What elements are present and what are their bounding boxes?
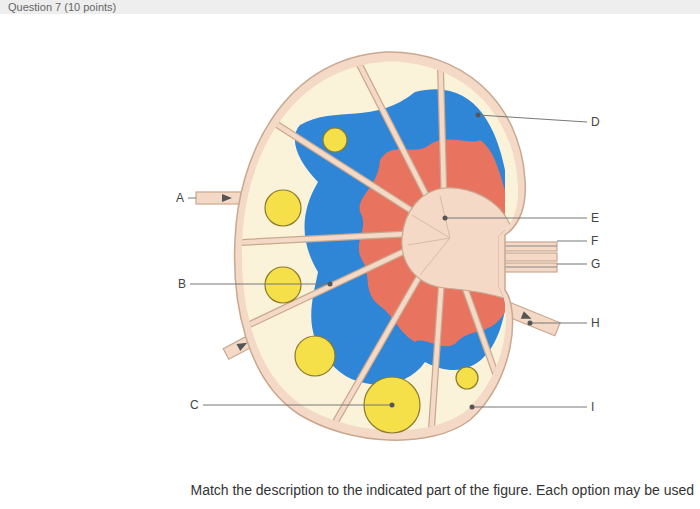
part-letter: E: [591, 211, 599, 225]
part-letter: D: [591, 115, 600, 129]
hilum-rays: [408, 196, 450, 275]
outer-cortex: [200, 40, 540, 460]
hilum: [402, 188, 510, 300]
part-letter: I: [591, 400, 594, 414]
part-letter: G: [591, 257, 600, 271]
question-heading: Question 7 (10 points): [8, 1, 116, 14]
caption-text: Match the description to the indicated p…: [190, 482, 694, 499]
part-letter: C: [190, 398, 199, 412]
lymphoid-follicles: [265, 128, 478, 433]
part-letter: B: [178, 277, 186, 291]
part-letter: A: [176, 191, 184, 205]
part-letter: H: [591, 316, 600, 330]
leader-lines: [188, 113, 587, 410]
top-strip: [0, 0, 700, 14]
part-letter: F: [591, 234, 598, 248]
